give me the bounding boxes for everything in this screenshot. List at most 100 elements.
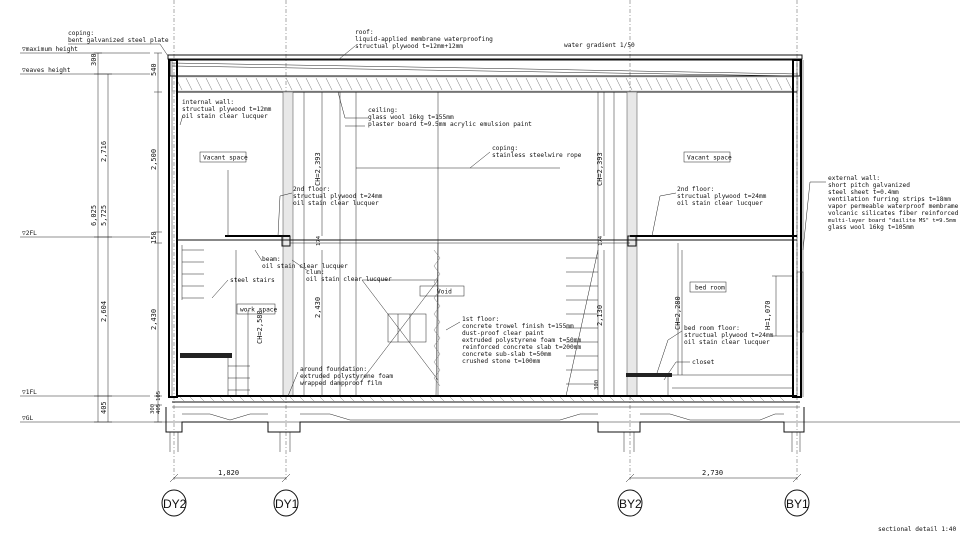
note-line: oil stain clear lucquer (293, 200, 379, 207)
dim-ch2393-left: CH=2,393 (314, 152, 322, 186)
note-line: plaster board t=9.5mm acrylic emulsion p… (368, 121, 532, 128)
note-bedroom-floor: bed room floor: structual plywood t=24mm… (684, 325, 774, 346)
note-line: dust-proof clear paint (462, 330, 544, 337)
note-line: structual plywood t=24mm (677, 193, 767, 200)
dim-174-right: 174 (598, 235, 604, 246)
dim-ch2280: CH=2,280 (674, 296, 682, 330)
note-line: stainless steelwire rope (492, 152, 582, 159)
bedroom (626, 243, 793, 396)
dim-405-low: 405 (156, 404, 162, 414)
dim-105: 105 (156, 391, 162, 401)
note-line: vapor permeable waterproof membrame (828, 203, 959, 210)
note-line: oil stain clear lucquer (306, 276, 392, 283)
level-1fl: ▽1FL (22, 389, 37, 396)
note-line: roof: (355, 29, 374, 36)
dim-405: 405 (100, 401, 108, 414)
room-vacant-left: Vacant space (203, 155, 248, 162)
span-left-value: 1,820 (218, 469, 239, 477)
note-line: wrapped dampproof film (300, 380, 382, 387)
note-ground-foundation: around foundation: extruded polystyrene … (300, 366, 393, 387)
level-labels: ▽maximum height ▽eaves height ▽2FL ▽1FL … (22, 46, 78, 422)
note-line: extruded polystyrene foam (300, 373, 393, 380)
note-closet: closet (692, 359, 715, 366)
note-line: ventilation furring strips t=18mm (828, 196, 951, 203)
dim-6025: 6,025 (90, 205, 98, 226)
note-line: multi-layer board "dailite MS" t=9.5mm (828, 218, 957, 224)
note-line: steel sheet t=0.4mm (828, 189, 899, 196)
note-line: beam: (262, 256, 281, 263)
note-line: short pitch galvanized (828, 182, 910, 189)
note-line: crushed stone t=100mm (462, 358, 541, 365)
grid-bubbles: DY2 DY1 BY2 BY1 (161, 489, 810, 517)
dim-h1070: H=1,070 (764, 300, 772, 330)
level-lines (20, 52, 960, 423)
note-line: oil stain clear lucquer (684, 339, 770, 346)
dim-300: 300 (90, 53, 98, 66)
note-line: liquid-applied membrane waterproofing (355, 36, 493, 43)
grid-label-dy1: DY1 (275, 497, 299, 511)
dim-2130: 2,130 (596, 305, 604, 326)
note-line: extruded polystyrene foam t=50mm (462, 337, 581, 344)
room-work-space: work space (240, 307, 278, 314)
span-right-value: 2,730 (702, 469, 723, 477)
note-line: structual plywood t=12mm (182, 106, 272, 113)
note-beam: beam: oil stain clear lucquer (262, 256, 348, 270)
dim-5725: 5,725 (100, 205, 108, 226)
room-void: Void (437, 289, 452, 296)
drawing-caption: sectional detail 1:40 (878, 526, 957, 533)
note-roof: roof: liquid-applied membrane waterproof… (355, 29, 493, 50)
note-line: 2nd floor: (677, 186, 714, 193)
note-external-wall: external wall: short pitch galvanized st… (828, 175, 959, 231)
right-stairs (565, 249, 599, 397)
note-line: clum: (306, 269, 325, 276)
dim-174-left: 174 (316, 235, 322, 246)
dim-300-low: 300 (150, 404, 156, 414)
dim-150: 150 (150, 231, 158, 244)
inner-dimensions: CH=2,393 CH=2,393 174 174 2,430 CH=2,580… (247, 92, 777, 396)
note-line: structual plywood t=24mm (684, 332, 774, 339)
interior-columns (282, 91, 638, 397)
dim-ch2580: CH=2,580 (256, 310, 264, 344)
annotation-leaders (68, 43, 826, 397)
room-labels: Vacant space Vacant space Void work spac… (199, 151, 732, 315)
dim-ch2393-right: CH=2,393 (596, 152, 604, 186)
ground-floor-foundation (165, 395, 805, 452)
note-line: concrete sub-slab t=50mm (462, 351, 552, 358)
grid-label-by2: BY2 (619, 497, 642, 511)
note-line: structual plywood t=24mm (293, 193, 383, 200)
note-water-gradient: water gradient 1/50 (564, 42, 635, 49)
second-floor (177, 235, 797, 247)
note-coping-top: coping: bent galvanized steel plate (68, 30, 169, 44)
note-coping-rope: coping: stainless steelwire rope (492, 145, 582, 159)
dim-2716: 2,716 (100, 141, 108, 162)
span-dimensions: 1,820 2,730 (169, 469, 802, 483)
note-line: 1st floor: (462, 316, 499, 323)
dim-540: 540 (150, 63, 158, 76)
note-line: coping: (68, 30, 94, 37)
room-bed-room: bed room (695, 285, 725, 292)
note-line: glass wool 16kg t=105mm (828, 224, 914, 231)
note-line: oil stain clear lucquer (262, 263, 348, 270)
note-line: coping: (492, 145, 518, 152)
note-line: around foundation: (300, 366, 367, 373)
left-dimension-lines (94, 52, 162, 423)
level-eaves-height: ▽eaves height (22, 67, 71, 74)
left-dimension-values: 300 2,716 6,025 5,725 2,604 405 540 2,50… (90, 53, 162, 414)
note-line: volcanic silicates fiber reinforced (828, 210, 959, 217)
grid-label-dy2: DY2 (163, 497, 187, 511)
level-2fl: ▽2FL (22, 230, 37, 237)
note-line: bed room floor: (684, 325, 740, 332)
note-line: 2nd floor: (293, 186, 330, 193)
note-steel-stairs: steel stairs (230, 277, 275, 284)
level-gl: ▽GL (22, 415, 33, 422)
void-structure (339, 92, 560, 397)
room-vacant-right: Vacant space (687, 155, 732, 162)
level-maximum-height: ▽maximum height (22, 46, 78, 53)
note-clum: clum: oil stain clear lucquer (306, 269, 392, 283)
left-steel-stairs (180, 170, 250, 396)
note-line: structual plywood t=12mm+12mm (355, 43, 463, 50)
dim-300-inner: 300 (594, 380, 600, 390)
note-line: ceiling: (368, 107, 398, 114)
dim-2500: 2,500 (150, 149, 158, 170)
